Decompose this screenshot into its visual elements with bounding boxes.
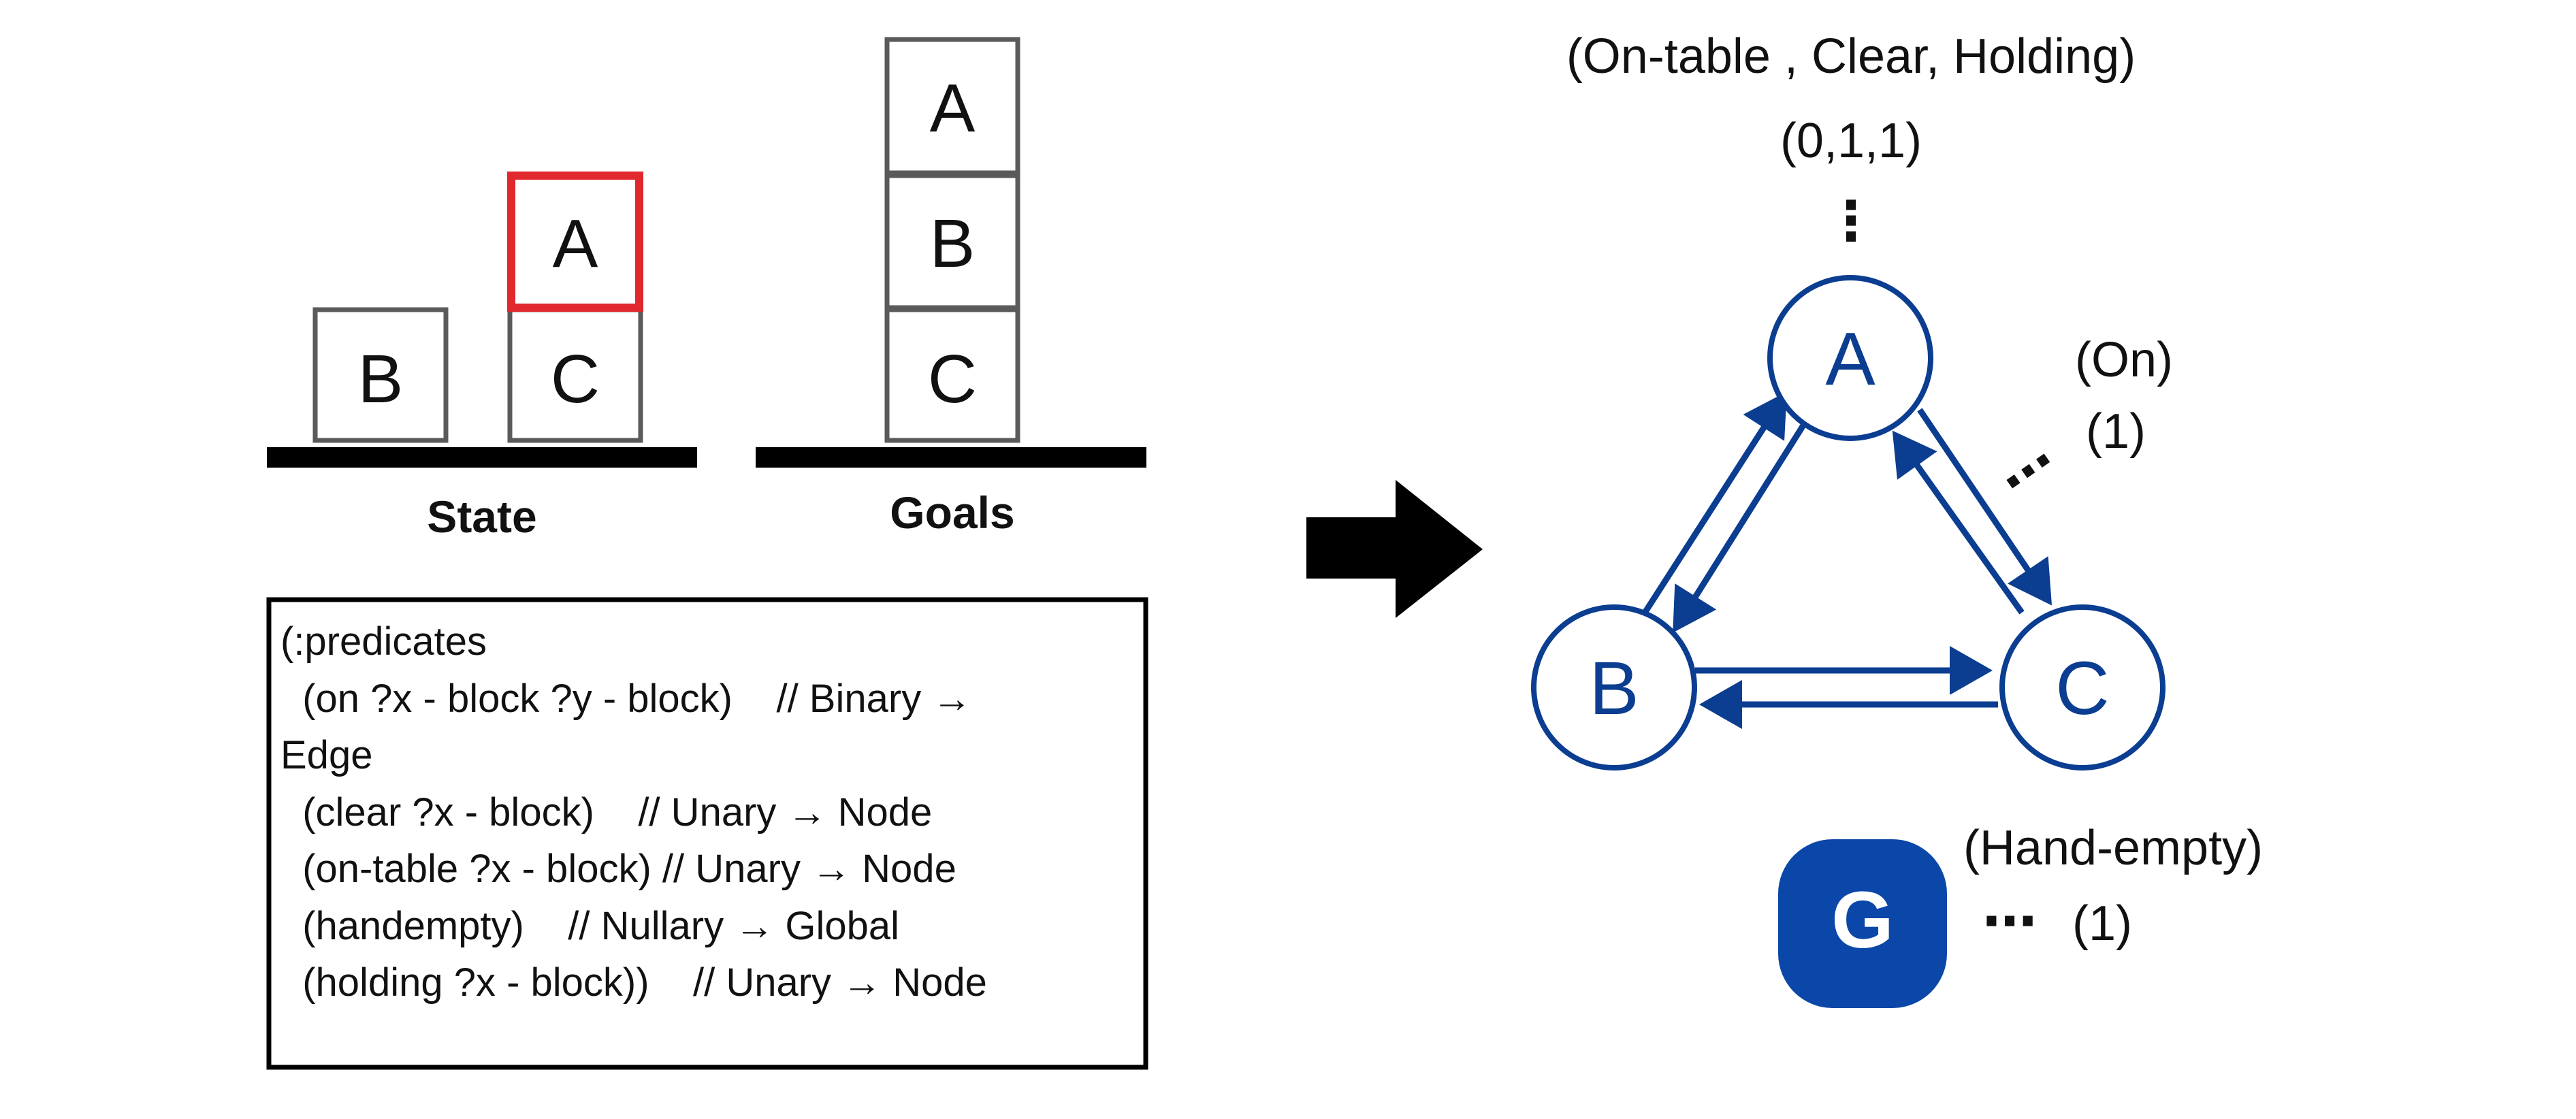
graph: A B C (On-table , Clear, Holding) (0,1,1… — [1531, 29, 2263, 1008]
global-node: G — [1778, 839, 1947, 1008]
node-features-vertical-ellipsis: ⋮ — [1824, 191, 1878, 251]
state-block-b: B — [312, 307, 449, 443]
state-table — [267, 447, 697, 468]
state-block-c-label: C — [551, 341, 600, 417]
graph-node-a: A — [1767, 275, 1933, 441]
goal-block-b-label: B — [930, 206, 976, 282]
edge-b-to-a — [1640, 391, 1787, 618]
state-block-a-highlighted: A — [507, 172, 643, 312]
global-feature-value: (1) — [2072, 896, 2132, 951]
node-features-value: (0,1,1) — [1780, 114, 1922, 168]
graph-node-c-label: C — [2055, 647, 2109, 730]
predicate-line-6: (holding ?x - block)) // Unary → Node — [280, 960, 987, 1005]
global-node-label: G — [1831, 875, 1894, 965]
edge-a-to-b — [1673, 420, 1808, 633]
predicate-line-5: (handempty) // Nullary → Global — [280, 904, 899, 948]
goal-block-a-label: A — [930, 70, 976, 146]
state-block-a-label: A — [553, 206, 598, 282]
edge-feature-header: (On) — [2075, 333, 2173, 387]
global-feature-header: (Hand-empty) — [1963, 821, 2263, 875]
predicate-line-0: (:predicates — [280, 619, 487, 664]
global-feature-ellipsis: ⋯ — [1982, 891, 2037, 952]
state-panel: B C A State — [267, 172, 697, 542]
edge-feature-ellipsis: ⋯ — [1989, 431, 2068, 512]
graph-node-a-label: A — [1825, 317, 1875, 401]
goal-block-c: C — [884, 307, 1020, 443]
transform-arrow-icon — [1306, 480, 1483, 618]
predicate-line-3: (clear ?x - block) // Unary → Node — [280, 790, 932, 834]
state-block-c: C — [507, 307, 643, 443]
edge-a-to-c — [1917, 408, 2052, 606]
edge-feature-value: (1) — [2086, 404, 2146, 459]
predicate-line-1: (on ?x - block ?y - block) // Binary → — [280, 677, 971, 721]
predicate-line-4: (on-table ?x - block) // Unary → Node — [280, 847, 956, 891]
state-block-b-label: B — [358, 341, 404, 417]
goals-title: Goals — [890, 487, 1014, 538]
goal-block-a: A — [884, 37, 1020, 176]
state-title: State — [427, 491, 536, 542]
predicate-line-2: Edge — [280, 733, 372, 777]
goal-block-c-label: C — [928, 341, 977, 417]
node-features-header: (On-table , Clear, Holding) — [1566, 29, 2136, 84]
goals-table — [756, 447, 1146, 468]
edge-c-to-a — [1892, 430, 2025, 615]
goal-block-b: B — [884, 173, 1020, 310]
goals-panel: C B A Goals — [756, 37, 1146, 538]
graph-node-b-label: B — [1589, 647, 1639, 730]
predicates-box: (:predicates (on ?x - block ?y - block) … — [266, 597, 1148, 1070]
graph-node-c: C — [1999, 604, 2166, 771]
graph-node-b: B — [1531, 604, 1697, 771]
